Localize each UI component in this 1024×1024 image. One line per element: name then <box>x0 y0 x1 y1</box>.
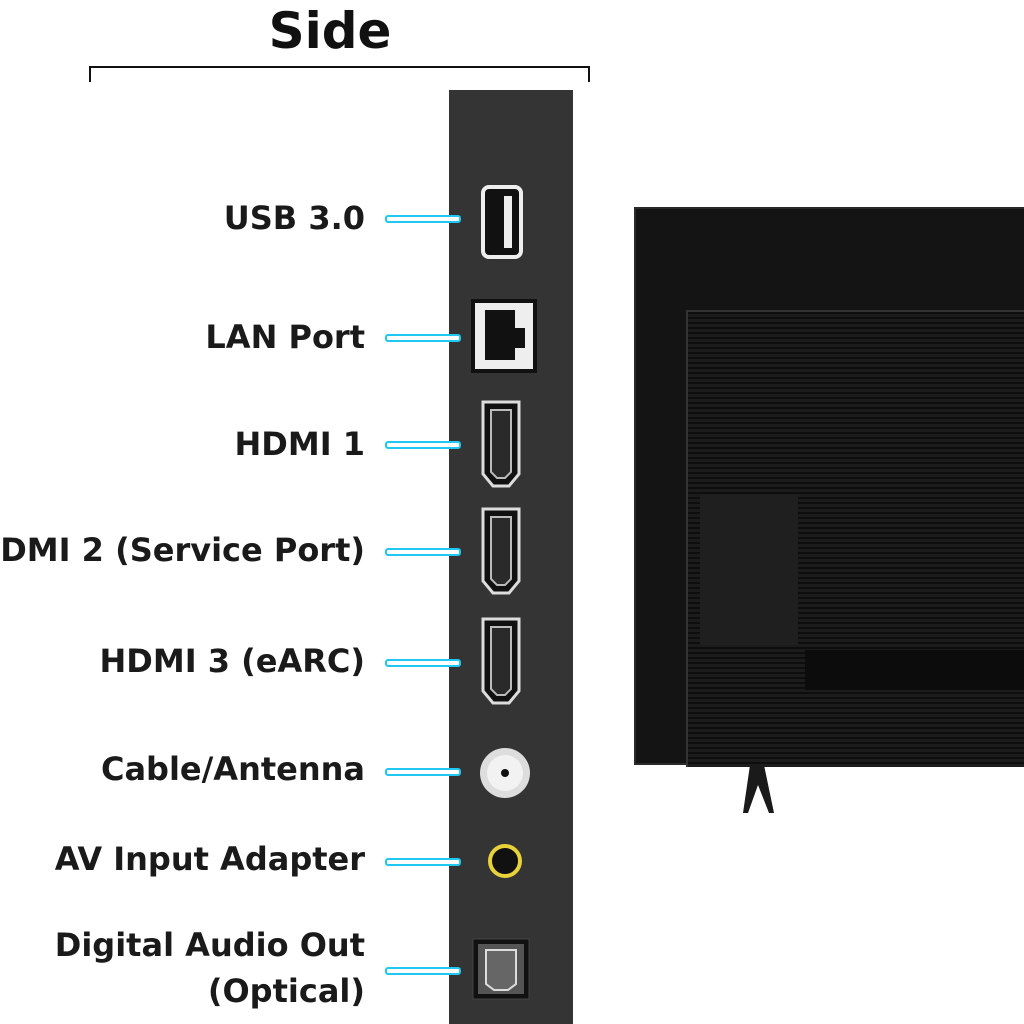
tv-vent <box>805 650 1024 690</box>
av-jack-icon <box>488 844 522 878</box>
leader-line <box>385 215 461 223</box>
leader-line <box>385 768 461 776</box>
label-usb: USB 3.0 <box>223 199 365 237</box>
label-lan: LAN Port <box>205 318 365 356</box>
label-optical-2: (Optical) <box>207 972 365 1010</box>
side-bracket <box>89 66 590 82</box>
leader-line <box>385 548 461 556</box>
leader-line <box>385 858 461 866</box>
label-av: AV Input Adapter <box>54 840 365 878</box>
ethernet-port-icon <box>471 299 537 373</box>
leader-line <box>385 334 461 342</box>
label-hdmi2: HDMI 2 (Service Port) <box>0 531 365 569</box>
hdmi-port-icon <box>481 617 521 705</box>
hdmi-port-icon <box>481 400 521 488</box>
usb-port-icon <box>481 185 523 259</box>
leader-line <box>385 967 461 975</box>
label-optical: Digital Audio Out <box>54 926 365 964</box>
section-title: Side <box>268 2 392 60</box>
label-hdmi3: HDMI 3 (eARC) <box>99 642 365 680</box>
tv-stand-icon <box>743 765 774 813</box>
label-antenna: Cable/Antenna <box>100 750 365 788</box>
tv-connector-area <box>700 495 798 645</box>
optical-port-icon <box>472 938 530 1000</box>
leader-line <box>385 659 461 667</box>
hdmi-port-icon <box>481 507 521 595</box>
coax-port-icon <box>480 748 530 798</box>
leader-line <box>385 441 461 449</box>
label-hdmi1: HDMI 1 <box>234 425 366 463</box>
